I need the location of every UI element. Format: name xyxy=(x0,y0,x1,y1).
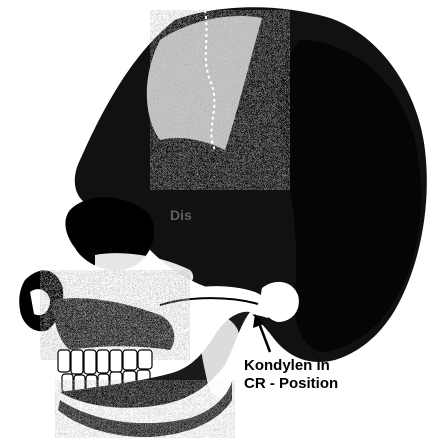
partial-label: Dis xyxy=(170,206,192,224)
annotation-line-1: Kondylen in xyxy=(244,357,338,375)
annotation-line-2: CR - Position xyxy=(244,375,338,393)
condyle-annotation: Kondylen in CR - Position xyxy=(244,357,338,393)
